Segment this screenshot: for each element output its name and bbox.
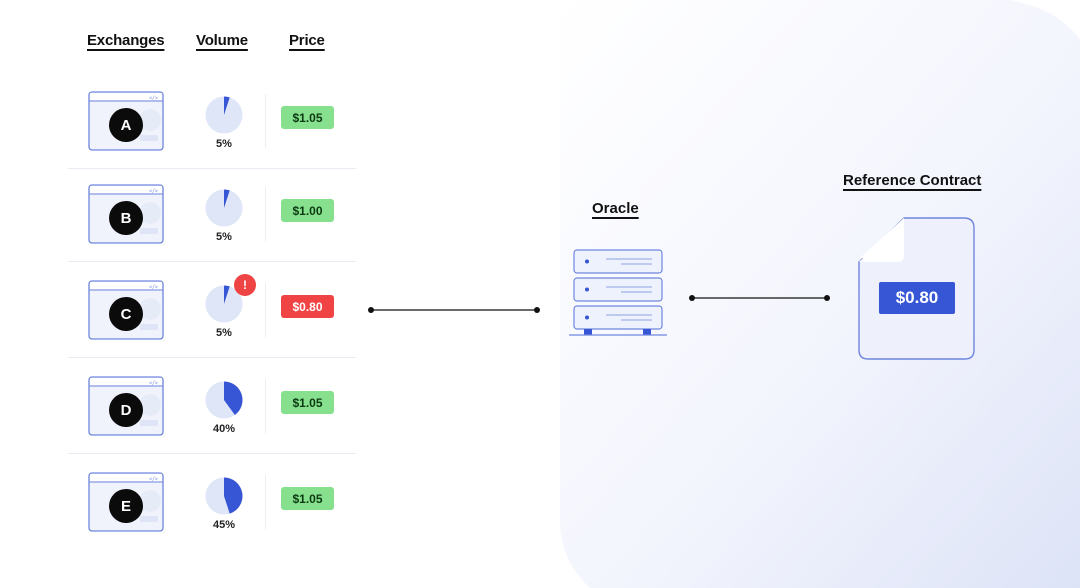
oracle-label: Oracle — [592, 200, 639, 217]
alert-icon: ! — [234, 274, 256, 296]
price-tag: $1.05 — [281, 106, 334, 129]
exchange-letter-badge: E — [109, 489, 143, 523]
price-tag: $1.05 — [281, 487, 334, 510]
column-divider — [265, 379, 266, 433]
column-divider — [265, 94, 266, 148]
exchange-letter-badge: D — [109, 393, 143, 427]
row-divider — [68, 357, 356, 358]
row-divider — [68, 261, 356, 262]
row-divider — [68, 453, 356, 454]
reference-contract-value: $0.80 — [879, 282, 955, 314]
reference-contract-label: Reference Contract — [843, 172, 982, 189]
exchange-letter-badge: A — [109, 108, 143, 142]
column-divider — [265, 187, 266, 241]
volume-percent-label: 5% — [216, 327, 232, 339]
price-tag: $1.05 — [281, 391, 334, 414]
exchange-letter-badge: C — [109, 297, 143, 331]
volume-percent-label: 5% — [216, 138, 232, 150]
header-volume: Volume — [196, 32, 248, 49]
volume-percent-label: 5% — [216, 231, 232, 243]
exchange-letter-badge: B — [109, 201, 143, 235]
column-divider — [265, 475, 266, 529]
price-tag: $1.00 — [281, 199, 334, 222]
header-exchanges: Exchanges — [87, 32, 165, 49]
volume-percent-label: 40% — [212, 423, 236, 435]
header-price: Price — [289, 32, 325, 49]
row-divider — [68, 168, 356, 169]
price-tag: $0.80 — [281, 295, 334, 318]
volume-percent-label: 45% — [212, 519, 236, 531]
column-divider — [265, 283, 266, 337]
